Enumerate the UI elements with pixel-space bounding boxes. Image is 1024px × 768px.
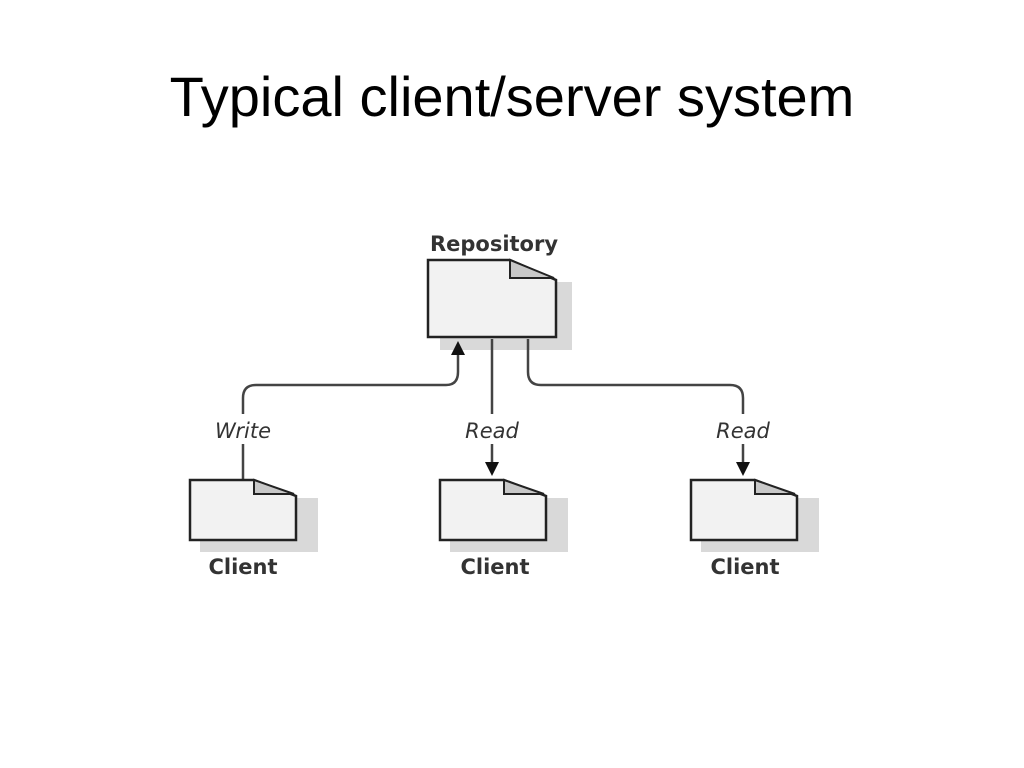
repository-document-icon	[426, 258, 558, 339]
operation-labels: Write Read Read	[196, 414, 787, 444]
client-1-operation-label: Write	[215, 419, 271, 443]
read-arrowhead-center	[485, 462, 499, 476]
client-node-2: Client	[438, 478, 568, 579]
write-label-bg	[196, 414, 290, 444]
connectors	[241, 339, 750, 480]
repository-shadow	[440, 282, 572, 350]
repository-label: Repository	[430, 232, 558, 256]
write-connector	[241, 354, 460, 480]
client-2-operation-label: Read	[465, 419, 519, 443]
client-3-operation-label: Read	[716, 419, 770, 443]
client-1-fold	[253, 478, 295, 495]
repository-fold	[509, 258, 555, 279]
read-arrowhead-right	[736, 462, 750, 476]
client-1-label: Client	[208, 555, 277, 579]
client-2-fold	[503, 478, 545, 495]
read-label-bg-center	[448, 414, 536, 444]
client-3-label: Client	[710, 555, 779, 579]
client-node-3: Client	[689, 478, 819, 579]
client-2-label: Client	[460, 555, 529, 579]
client-3-fold	[754, 478, 796, 495]
write-arrowhead	[451, 341, 465, 355]
repository-node: Repository	[426, 232, 572, 350]
read-connector-right	[526, 339, 745, 462]
slide-title: Typical client/server system	[169, 65, 855, 128]
client-node-1: Client	[188, 478, 318, 579]
read-label-bg-right	[699, 414, 787, 444]
